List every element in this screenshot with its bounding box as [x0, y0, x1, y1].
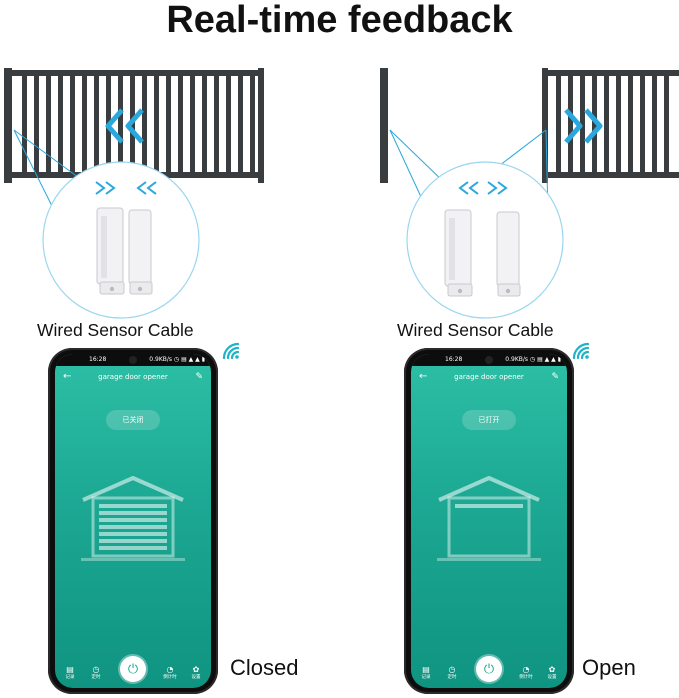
camera-notch: [485, 356, 493, 364]
phone-closed: 16:28 0.9KB/s ◷ ▤ ▲ ▲ ▮ ← garage door op…: [48, 348, 218, 694]
phone-open: 16:28 0.9KB/s ◷ ▤ ▲ ▲ ▮ ← garage door op…: [404, 348, 574, 694]
camera-notch: [129, 356, 137, 364]
closed-gate-illustration: [4, 68, 679, 319]
tab-countdown[interactable]: ◔ 倒计时: [159, 665, 181, 680]
pencil-icon[interactable]: ✎: [551, 372, 559, 382]
status-bar: 16:28 0.9KB/s ◷ ▤ ▲ ▲ ▮: [55, 354, 211, 366]
pencil-icon[interactable]: ✎: [195, 372, 203, 382]
back-arrow-icon[interactable]: ←: [63, 371, 72, 382]
sensor-caption-right: Wired Sensor Cable: [397, 320, 554, 340]
magnetic-sensor-left: [96, 207, 153, 295]
status-network: 0.9KB/s ◷ ▤ ▲ ▲ ▮: [505, 356, 561, 363]
power-button[interactable]: ⏻: [476, 656, 502, 682]
tab-timer[interactable]: ◷ 定时: [85, 665, 107, 680]
closed-gate: [4, 68, 264, 319]
state-label-closed: Closed: [230, 655, 299, 680]
tab-settings[interactable]: ✿ 设置: [185, 665, 207, 680]
tab-timer[interactable]: ◷ 定时: [441, 665, 463, 680]
door-status-pill: 已关闭: [106, 410, 160, 430]
wifi-icon: [572, 342, 590, 360]
app-title: garage door opener: [98, 373, 168, 381]
back-arrow-icon[interactable]: ←: [419, 371, 428, 382]
power-icon: ⏻: [127, 661, 139, 676]
tab-records[interactable]: ▤ 记录: [415, 665, 437, 680]
gate-close-chevrons: [105, 108, 144, 144]
clock-icon: ◷: [92, 665, 100, 674]
stopwatch-icon: ◔: [166, 665, 174, 674]
app-screen: 16:28 0.9KB/s ◷ ▤ ▲ ▲ ▮ ← garage door op…: [55, 354, 211, 688]
stopwatch-icon: ◔: [522, 665, 530, 674]
gear-icon: ✿: [192, 665, 200, 674]
bottom-toolbar: ▤ 记录 ◷ 定时 ⏻ ◔ 倒计时 ✿ 设置: [55, 652, 211, 682]
sensor-caption-left: Wired Sensor Cable: [37, 320, 194, 340]
clock-icon: ◷: [448, 665, 456, 674]
page-title: Real-time feedback: [166, 0, 513, 41]
app-bar: ← garage door opener ✎: [411, 368, 567, 386]
records-icon: ▤: [422, 665, 430, 674]
status-time: 16:28: [445, 356, 463, 363]
tab-records[interactable]: ▤ 记录: [59, 665, 81, 680]
app-bar: ← garage door opener ✎: [55, 368, 211, 386]
state-label-open: Open: [582, 655, 636, 680]
app-title: garage door opener: [454, 373, 524, 381]
magnetic-sensor-right: [444, 209, 521, 297]
open-gate: [380, 68, 679, 319]
status-time: 16:28: [89, 356, 107, 363]
status-network: 0.9KB/s ◷ ▤ ▲ ▲ ▮: [149, 356, 205, 363]
records-icon: ▤: [66, 665, 74, 674]
tab-settings[interactable]: ✿ 设置: [541, 665, 563, 680]
tab-countdown[interactable]: ◔ 倒计时: [515, 665, 537, 680]
app-screen: 16:28 0.9KB/s ◷ ▤ ▲ ▲ ▮ ← garage door op…: [411, 354, 567, 688]
garage-closed-icon: [81, 476, 185, 561]
gate-open-chevrons: [564, 108, 603, 144]
wifi-icon: [222, 342, 240, 360]
bottom-toolbar: ▤ 记录 ◷ 定时 ⏻ ◔ 倒计时 ✿ 设置: [411, 652, 567, 682]
power-icon: ⏻: [483, 661, 495, 676]
door-status-pill: 已打开: [462, 410, 516, 430]
status-bar: 16:28 0.9KB/s ◷ ▤ ▲ ▲ ▮: [411, 354, 567, 366]
garage-open-icon: [437, 476, 541, 561]
gear-icon: ✿: [548, 665, 556, 674]
power-button[interactable]: ⏻: [120, 656, 146, 682]
